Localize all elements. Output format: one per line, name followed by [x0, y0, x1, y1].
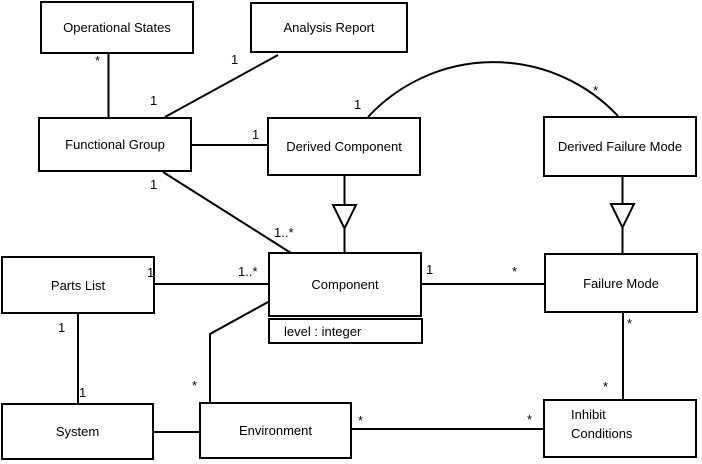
attribute-box-component: level : integer: [268, 318, 423, 344]
multiplicity-env-ic-end: *: [358, 413, 364, 428]
multiplicity-fm-ic-end: *: [627, 316, 633, 331]
class-box-inhibit-conditions: Inhibit Conditions: [543, 399, 697, 458]
class-box-failure-mode: Failure Mode: [544, 253, 698, 313]
multiplicity-comp-pl-end: 1..*: [238, 264, 258, 279]
class-name-derived-failure-mode: Derived Failure Mode: [557, 139, 683, 154]
class-name-parts-list: Parts List: [50, 277, 106, 293]
class-box-parts-list: Parts List: [1, 256, 155, 314]
class-box-operational-states: Operational States: [40, 1, 194, 54]
multiplicity-fm-comp-end: *: [512, 264, 518, 279]
multiplicity-dc-end: 1: [252, 127, 260, 142]
multiplicity-pl-end: 1: [147, 265, 155, 280]
class-name-inhibit-conditions: Inhibit Conditions: [571, 407, 633, 441]
class-box-derived-component: Derived Component: [267, 117, 421, 176]
class-name-environment: Environment: [239, 423, 312, 438]
class-box-component: Component: [268, 252, 422, 317]
class-name-failure-mode: Failure Mode: [583, 275, 659, 291]
class-box-environment: Environment: [199, 402, 352, 459]
multiplicity-env-comp-end: *: [192, 378, 198, 393]
multiplicity-arc-dfm-end: *: [593, 83, 599, 98]
multiplicity-ic-fm-end: *: [603, 379, 609, 394]
class-box-system: System: [1, 403, 154, 460]
class-box-analysis-report: Analysis Report: [250, 2, 408, 53]
multiplicity-comp-fg-end: 1..*: [274, 225, 294, 240]
association-line-functionalgroup-component: [162, 171, 292, 254]
attribute-level-integer: level : integer: [284, 323, 362, 339]
association-line-analysisreport-functionalgroup: [164, 54, 279, 118]
class-name-derived-component: Derived Component: [286, 139, 402, 154]
multiplicity-os-end: *: [95, 53, 101, 68]
association-line-environment-component: [209, 301, 269, 402]
multiplicity-comp-fm-end: 1: [426, 262, 434, 277]
class-name-system: System: [55, 424, 100, 439]
multiplicity-ar-end: 1: [231, 52, 239, 67]
generalization-triangle-icon-component: [331, 204, 358, 231]
multiplicity-arc-dc-end: 1: [354, 97, 362, 112]
class-name-component: Component: [311, 277, 379, 292]
multiplicity-pl-sys-end: 1: [58, 320, 66, 335]
generalization-triangle-icon-failuremode: [609, 203, 636, 230]
multiplicity-fg-ar-end: 1: [150, 93, 158, 108]
class-name-operational-states: Operational States: [63, 20, 171, 35]
multiplicity-ic-env-end: *: [527, 412, 533, 427]
multiplicity-sys-pl-end: 1: [79, 385, 87, 400]
multiplicity-fg-comp-end: 1: [150, 177, 158, 192]
association-arc-derivedcomponent-derivedfailuremode: [367, 61, 619, 118]
class-name-functional-group: Functional Group: [65, 137, 165, 152]
class-name-analysis-report: Analysis Report: [283, 20, 375, 35]
class-box-derived-failure-mode: Derived Failure Mode: [543, 116, 697, 177]
class-box-functional-group: Functional Group: [38, 117, 192, 172]
